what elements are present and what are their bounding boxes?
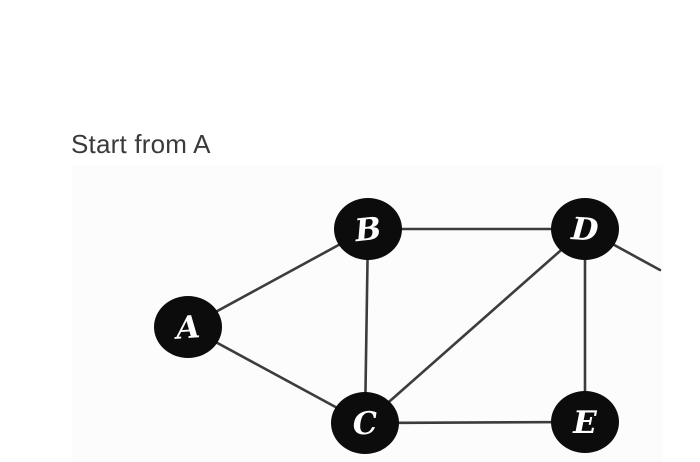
edge-C-D	[363, 227, 587, 425]
node-D	[551, 198, 619, 260]
edge-B-C	[363, 227, 370, 425]
node-label-C: C	[352, 405, 379, 442]
node-E	[551, 391, 619, 453]
instruction-line-start: Start from A	[71, 129, 211, 159]
node-B	[334, 198, 402, 260]
node-A	[154, 296, 222, 358]
edge-A-B	[186, 227, 370, 329]
graph-svg: A B C D E	[154, 198, 662, 454]
edge-A-C	[186, 325, 367, 425]
graph-image: A B C D E	[72, 165, 663, 462]
node-label-E: E	[572, 405, 597, 441]
edge-C-E	[363, 420, 587, 425]
node-label-D: D	[569, 211, 599, 249]
node-label-A: A	[172, 309, 202, 347]
node-C	[331, 392, 399, 454]
node-label-B: B	[352, 211, 383, 250]
